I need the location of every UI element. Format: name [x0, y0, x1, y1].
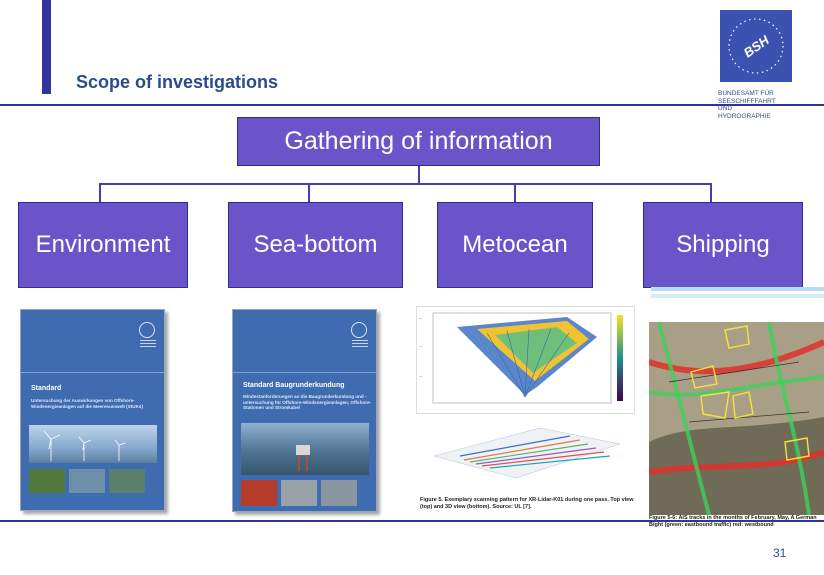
cover-seal-lines — [140, 340, 156, 349]
environment-standard-cover: Standard Untersuchung der Auswirkungen v… — [20, 309, 165, 511]
connector-environment — [99, 183, 101, 202]
connector-metocean — [514, 183, 516, 202]
cover-band — [21, 372, 164, 373]
logo-line: Bundesamt für — [718, 90, 774, 97]
lidar-scan-3d-view — [420, 418, 633, 494]
connector-sea-bottom — [308, 183, 310, 202]
logo-wordmark: Bundesamt für Seeschifffahrt und Hydrogr… — [718, 90, 818, 120]
logo-line: Hydrographie — [718, 112, 771, 120]
slide-title: Scope of investigations — [76, 72, 279, 92]
title-accent-bar — [42, 0, 51, 94]
cover-seal-icon — [351, 322, 367, 338]
cover-heading: Standard Baugrunderkundung — [243, 382, 345, 389]
svg-text:—: — — [419, 344, 423, 348]
svg-text:—: — — [419, 374, 423, 378]
cover-photo-fish — [69, 469, 105, 493]
connector-shipping — [710, 183, 712, 202]
shipping-caption-text: Figure 5-6: AIS tracks in the months of … — [649, 515, 817, 528]
logo-line: und — [718, 105, 733, 112]
cover-photo-offshore-platform — [241, 423, 369, 475]
connector-horizontal — [99, 183, 712, 185]
bsh-logo-icon: BSH — [720, 10, 792, 82]
cover-subtitle: Untersuchung der Auswirkungen von Offsho… — [31, 398, 144, 409]
category-box-environment: Environment — [18, 202, 188, 288]
cover-photo-drilling — [321, 480, 357, 506]
cover-photo-seal — [29, 469, 65, 493]
top-divider — [0, 104, 824, 106]
page-number: 31 — [773, 546, 787, 560]
shipping-stripe — [651, 294, 824, 298]
cover-photo-vessel — [241, 480, 277, 506]
connector-root — [418, 166, 420, 184]
cover-subtitle: Mindestanforderungen an die Baugrunderku… — [243, 394, 372, 411]
category-box-shipping: Shipping — [643, 202, 803, 288]
shipping-stripe — [651, 287, 824, 291]
lidar-scan-top-view: — — — — [416, 306, 635, 414]
svg-text:—: — — [419, 316, 423, 320]
cover-photo-wind-farm — [29, 425, 157, 463]
category-box-sea-bottom: Sea-bottom — [228, 202, 403, 288]
cover-photo-birds — [109, 469, 145, 493]
cover-band — [233, 372, 376, 373]
root-box: Gathering of information — [237, 117, 600, 166]
bottom-divider — [0, 520, 824, 522]
cover-photo-core-sample — [281, 480, 317, 506]
cover-seal-icon — [139, 322, 155, 338]
cover-seal-lines — [352, 340, 368, 349]
ais-tracks-map — [649, 322, 824, 515]
sea-bottom-standard-cover: Standard Baugrunderkundung Mindestanford… — [232, 309, 377, 512]
metocean-figure-caption: Figure 5. Exemplary scanning pattern for… — [420, 497, 634, 510]
logo-line: Seeschifffahrt — [718, 97, 776, 105]
shipping-figure-caption: Figure 5-6: AIS tracks in the months of … — [649, 515, 824, 529]
category-box-metocean: Metocean — [437, 202, 593, 288]
cover-heading: Standard — [31, 385, 62, 392]
logo-emblem-text: BSH — [741, 32, 773, 60]
